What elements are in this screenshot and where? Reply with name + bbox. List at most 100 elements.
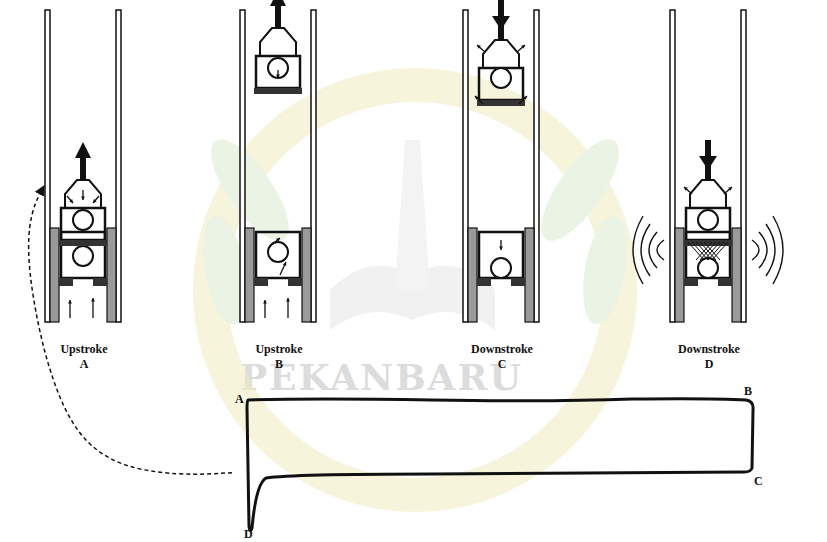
dynamometer-card-curve xyxy=(247,399,753,531)
flow-arrow-head xyxy=(68,300,72,304)
stroke-caption: Upstroke B xyxy=(255,342,302,372)
plunger-seat xyxy=(59,240,107,246)
plunger-top xyxy=(65,180,101,208)
flow-arrow-head xyxy=(523,96,527,100)
flow-arrow-head xyxy=(283,262,286,266)
stroke-arrow xyxy=(75,142,91,158)
flow-arrow xyxy=(280,262,286,275)
barrel-wall xyxy=(525,228,534,322)
stroke-arrow xyxy=(699,156,717,170)
flow-arrow xyxy=(270,238,280,246)
card-point-label: D xyxy=(244,527,253,541)
pump-panel: Upstroke B xyxy=(235,0,323,372)
stroke-arrow xyxy=(498,0,504,18)
flow-arrow-head xyxy=(475,96,479,100)
card-point-label: C xyxy=(754,474,763,488)
stroke-caption: Upstroke A xyxy=(60,342,107,372)
valve-seat xyxy=(288,278,302,286)
barrel-wall xyxy=(732,228,741,322)
flow-arrow xyxy=(517,45,525,52)
stroke-arrow xyxy=(492,16,510,30)
stroke-arrow xyxy=(705,140,711,158)
sound-wave xyxy=(641,224,650,276)
flow-arrow-head xyxy=(81,196,85,200)
traveling-valve-cage xyxy=(479,68,523,100)
tubing-wall xyxy=(670,10,675,322)
valve-seat xyxy=(684,278,698,286)
traveling-valve-cage xyxy=(61,208,105,240)
flow-arrow-head xyxy=(276,238,280,242)
stroke-caption: Downstroke D xyxy=(678,342,740,372)
barrel-wall xyxy=(245,228,254,322)
flow-arrow-head xyxy=(91,298,95,302)
sound-wave xyxy=(773,216,783,284)
impact-hatch xyxy=(696,242,712,260)
flow-arrow xyxy=(93,196,99,203)
valve-seat xyxy=(59,278,73,286)
flow-arrow xyxy=(519,96,527,104)
barrel-wall xyxy=(675,228,684,322)
flow-arrow-head xyxy=(276,74,280,78)
barrel-wall xyxy=(50,228,59,322)
impact-hatch xyxy=(704,242,720,260)
flow-arrow xyxy=(724,187,732,194)
impact-hatch xyxy=(708,242,724,260)
pump-illustrations xyxy=(45,0,783,322)
plunger-top xyxy=(483,40,519,68)
tubing-wall xyxy=(463,10,468,322)
flow-arrow xyxy=(475,96,483,104)
pump-panel xyxy=(463,0,539,322)
sound-wave xyxy=(766,224,775,276)
watermark-logo xyxy=(196,85,634,495)
plunger-seat xyxy=(254,88,302,94)
sound-wave xyxy=(649,232,657,268)
tubing-wall xyxy=(534,10,539,322)
impact-hatch xyxy=(700,242,716,260)
sucker-rod xyxy=(80,158,86,180)
plunger-top xyxy=(260,28,296,56)
traveling-valve-cage xyxy=(256,56,300,88)
pump-panel xyxy=(633,10,783,322)
valve-seat xyxy=(254,278,268,286)
sucker-rod xyxy=(275,6,281,28)
impact-hatch xyxy=(688,242,704,260)
tubing-wall xyxy=(311,10,316,322)
card-point-label: B xyxy=(744,384,752,398)
impact-hatch xyxy=(692,242,708,260)
tubing-wall xyxy=(45,10,50,322)
standing-valve-cage xyxy=(256,232,300,278)
impact-hatch xyxy=(704,242,720,260)
flow-arrow xyxy=(477,45,485,52)
tubing-wall xyxy=(741,10,746,322)
traveling-valve-ball xyxy=(698,210,718,230)
valve-seat xyxy=(718,278,732,286)
flow-arrow-head xyxy=(499,246,503,250)
flow-arrow-head xyxy=(521,45,525,49)
dynamometer-card: ABCD xyxy=(232,388,772,542)
traveling-valve-ball xyxy=(491,68,511,88)
traveling-valve-ball xyxy=(73,210,93,230)
standing-valve-ball xyxy=(698,258,718,278)
plunger-top xyxy=(690,180,726,208)
plunger-seat xyxy=(477,100,525,106)
flow-arrow-head xyxy=(286,298,290,302)
valve-seat xyxy=(511,278,525,286)
traveling-valve-ball xyxy=(268,58,288,78)
pump-panel: Upstroke A xyxy=(40,0,128,372)
impact-hatch xyxy=(700,242,716,260)
pump-panel xyxy=(45,10,121,322)
sound-wave xyxy=(633,216,643,284)
pump-panel: Downstroke D xyxy=(665,0,753,372)
pump-panel xyxy=(240,0,316,322)
valve-seat xyxy=(93,278,107,286)
impact-hatch xyxy=(696,242,712,260)
standing-valve-cage xyxy=(479,232,523,278)
dashed-leader-arrow xyxy=(29,186,232,474)
tubing-wall xyxy=(116,10,121,322)
stroke-arrow xyxy=(270,0,286,6)
barrel-wall xyxy=(302,228,311,322)
valve-seat xyxy=(477,278,491,286)
stroke-caption: Downstroke C xyxy=(471,342,533,372)
